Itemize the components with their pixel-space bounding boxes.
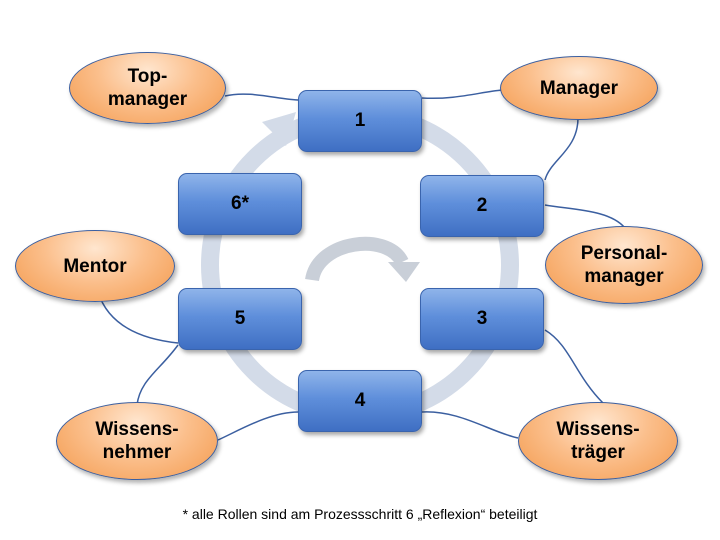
role-manager: Manager (500, 56, 658, 120)
process-step-3-label: 3 (476, 308, 488, 329)
process-step-1-label: 1 (354, 110, 366, 131)
center-cycle-arrowhead (388, 262, 420, 282)
connector-wissensnehmer (136, 344, 179, 406)
role-mentor: Mentor (15, 230, 175, 302)
role-topmanager-label: Top- manager (107, 66, 188, 110)
role-manager-label: Manager (539, 77, 619, 99)
footnote: * alle Rollen sind am Prozessschritt 6 „… (182, 506, 538, 522)
role-mentor-label: Mentor (63, 255, 127, 277)
connector-manager-step2 (544, 117, 579, 181)
process-step-4-label: 4 (354, 390, 366, 411)
connector-manager (421, 89, 503, 100)
process-step-3: 3 (420, 288, 544, 350)
process-step-1: 1 (298, 90, 422, 152)
role-personalmanager: Personal- manager (545, 226, 703, 304)
process-step-5: 5 (178, 288, 302, 350)
cycle-ring-arrowhead (262, 112, 296, 146)
connector-personalmanager (544, 204, 626, 229)
role-wissenstraeger-label: Wissens- träger (556, 419, 640, 463)
role-connectors (97, 89, 626, 441)
process-step-4: 4 (298, 370, 422, 432)
connector-step4-wissenstraeger (421, 411, 519, 439)
role-wissenstraeger: Wissens- träger (518, 402, 678, 480)
role-wissensnehmer-label: Wissens- nehmer (95, 419, 179, 463)
connector-mentor (97, 291, 179, 344)
connector-step3-wissenstraeger (544, 329, 604, 404)
process-step-6-label: 6* (231, 193, 249, 214)
process-step-2: 2 (420, 175, 544, 237)
process-step-5-label: 5 (234, 308, 246, 329)
role-topmanager: Top- manager (69, 52, 226, 124)
connector-step4-wissensnehmer (217, 411, 299, 441)
process-step-2-label: 2 (476, 195, 488, 216)
role-personalmanager-label: Personal- manager (580, 243, 668, 287)
role-wissensnehmer: Wissens- nehmer (56, 402, 218, 480)
connector-topmanager (224, 93, 301, 101)
process-step-6: 6* (178, 173, 302, 235)
center-cycle-arrow (305, 236, 409, 282)
